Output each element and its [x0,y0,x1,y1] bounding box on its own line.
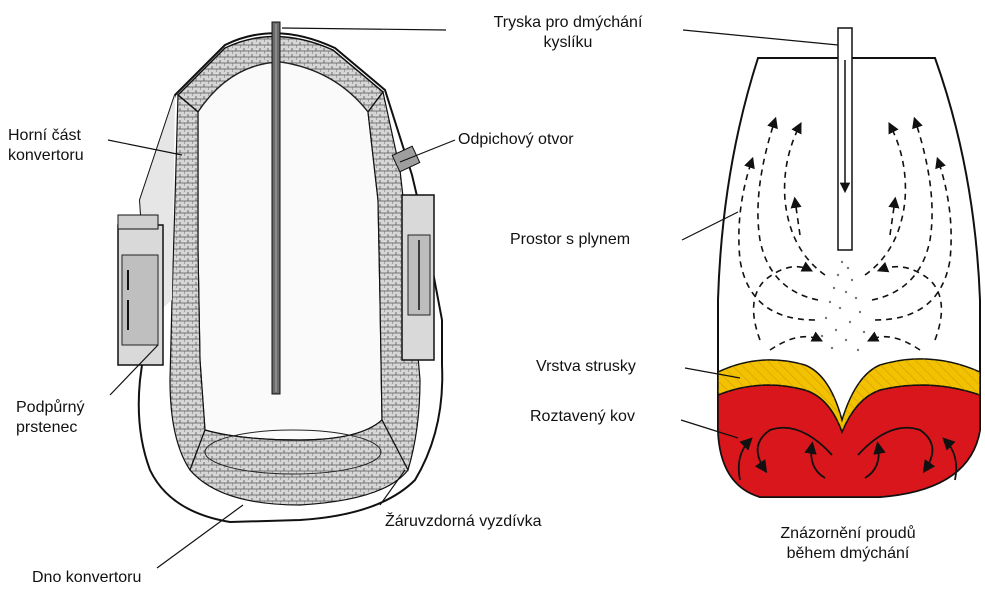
label-molten-metal: Roztavený kov [530,407,635,427]
label-converter-bottom-text: Dno konvertoru [32,569,141,586]
label-oxygen-lance-line2: kyslíku [452,33,684,53]
label-gas-space: Prostor s plynem [510,230,630,250]
converter-cutaway [118,22,442,522]
label-oxygen-lance: Tryska pro dmýchání kyslíku [452,13,684,53]
label-tap-hole: Odpichový otvor [458,130,574,150]
label-flow-caption: Znázornění proudů během dmýchání [738,524,958,564]
label-support-ring-line2: prstenec [16,418,85,438]
inner-cavity [198,62,382,440]
label-slag-layer: Vrstva strusky [536,357,636,377]
label-refractory-lining: Žáruvzdorná vyzdívka [385,512,542,532]
label-flow-caption-line2: během dmýchání [738,544,958,564]
label-refractory-lining-text: Žáruvzdorná vyzdívka [385,513,542,530]
label-converter-bottom: Dno konvertoru [32,568,141,588]
label-upper-part-line2: konvertoru [8,146,84,166]
label-slag-layer-text: Vrstva strusky [536,358,636,375]
label-upper-part: Horní část konvertoru [8,126,84,166]
label-molten-metal-text: Roztavený kov [530,408,635,425]
label-flow-caption-line1: Znázornění proudů [738,524,958,544]
label-support-ring-line1: Podpůrný [16,398,85,418]
label-support-ring: Podpůrný prstenec [16,398,85,438]
flow-diagram [718,28,980,497]
label-gas-space-text: Prostor s plynem [510,231,630,248]
label-upper-part-line1: Horní část [8,126,84,146]
label-oxygen-lance-line1: Tryska pro dmýchání [452,13,684,33]
label-tap-hole-text: Odpichový otvor [458,131,574,148]
